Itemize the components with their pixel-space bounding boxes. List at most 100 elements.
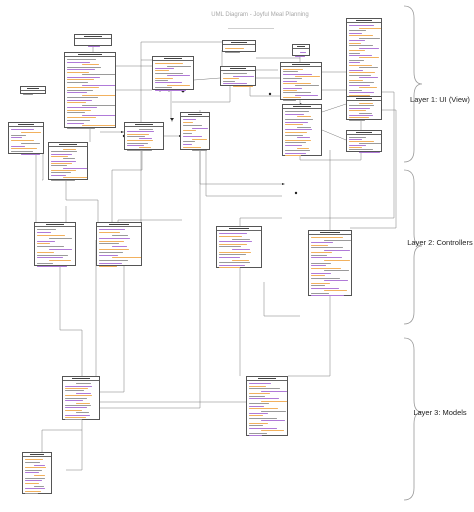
composition-marker (294, 191, 298, 195)
class-member-line (50, 172, 72, 174)
class-member-line (62, 177, 87, 178)
class-member-line (310, 257, 342, 259)
class-member-line (248, 398, 279, 399)
class-member-line (310, 295, 344, 297)
class-member-line (282, 90, 297, 91)
class-member-line (138, 147, 152, 149)
class-member-line (348, 136, 367, 138)
class-member-line (98, 265, 117, 267)
class-member-line (282, 80, 298, 82)
class-members (281, 67, 321, 102)
class-member-line (284, 155, 302, 157)
class-member-line (24, 493, 39, 495)
class-members (65, 57, 115, 130)
class-members (75, 39, 111, 48)
class-box (220, 66, 256, 87)
class-name-text (291, 63, 311, 66)
class-members (309, 235, 351, 298)
class-header (23, 453, 51, 457)
class-member-line (49, 260, 71, 261)
class-header (65, 53, 115, 57)
connector (199, 148, 282, 185)
class-member-line (98, 229, 125, 231)
class-member-line (66, 107, 98, 109)
class-member-line (295, 85, 320, 87)
class-member-line (50, 174, 67, 176)
class-member-line (218, 235, 243, 237)
connector (66, 420, 83, 471)
class-member-line (98, 251, 124, 253)
class-name-text (30, 453, 44, 456)
class-member-line (182, 119, 197, 121)
class-member-line (182, 122, 193, 123)
connector (111, 150, 143, 224)
class-member-line (182, 130, 196, 132)
class-member-line (98, 260, 128, 261)
class-member-line (284, 142, 307, 144)
class-member-line (348, 107, 370, 109)
class-member-line (10, 145, 26, 147)
class-member-line (64, 414, 91, 416)
class-member-line (98, 243, 119, 245)
class-member-line (66, 109, 91, 111)
class-member-line (348, 82, 375, 84)
class-member-line (310, 272, 331, 274)
class-member-line (348, 149, 374, 151)
class-member-line (248, 417, 278, 419)
class-member-line (348, 79, 363, 81)
connector (288, 296, 331, 377)
class-member-line (233, 75, 255, 77)
class-name-text (163, 57, 183, 60)
class-member-line (36, 235, 65, 236)
class-member-line (218, 243, 247, 245)
class-box (48, 142, 88, 181)
class-header (75, 35, 111, 39)
class-member-line (66, 76, 101, 78)
class-member-line (359, 47, 380, 49)
class-member-line (66, 112, 85, 114)
class-member-line (284, 134, 303, 136)
class-member-line (66, 99, 92, 101)
class-member-line (282, 78, 303, 80)
class-members (347, 135, 381, 154)
class-box (346, 18, 382, 99)
class-member-line (348, 69, 364, 71)
class-member-line (232, 238, 251, 240)
class-member-line (50, 160, 77, 162)
class-member-line (154, 70, 169, 72)
class-member-line (167, 75, 191, 76)
class-member-line (348, 114, 374, 116)
class-member-line (348, 30, 366, 31)
class-member-line (154, 67, 174, 69)
class-member-line (182, 124, 203, 126)
class-member-line (112, 235, 128, 236)
class-name-text (72, 377, 90, 380)
class-member-line (50, 153, 73, 155)
class-member-line (323, 239, 351, 241)
class-member-line (310, 244, 328, 246)
class-members (283, 109, 321, 158)
class-member-line (348, 92, 374, 94)
connector (321, 129, 347, 141)
class-member-line (98, 254, 118, 256)
class-box (152, 56, 194, 91)
class-member-line (64, 404, 92, 406)
class-member-line (98, 262, 123, 264)
class-header (247, 377, 287, 381)
class-member-line (36, 254, 69, 256)
class-member-line (218, 256, 241, 258)
class-box (216, 226, 262, 269)
class-member-line (359, 27, 381, 29)
class-member-line (36, 240, 55, 242)
class-members (181, 117, 209, 152)
connector (193, 77, 221, 81)
class-member-line (21, 132, 41, 133)
class-member-line (359, 67, 379, 69)
class-member-line (75, 412, 90, 413)
class-header (283, 105, 321, 109)
class-member-line (182, 144, 192, 145)
connector (300, 91, 395, 219)
class-member-line (248, 432, 267, 434)
class-members (35, 227, 75, 268)
